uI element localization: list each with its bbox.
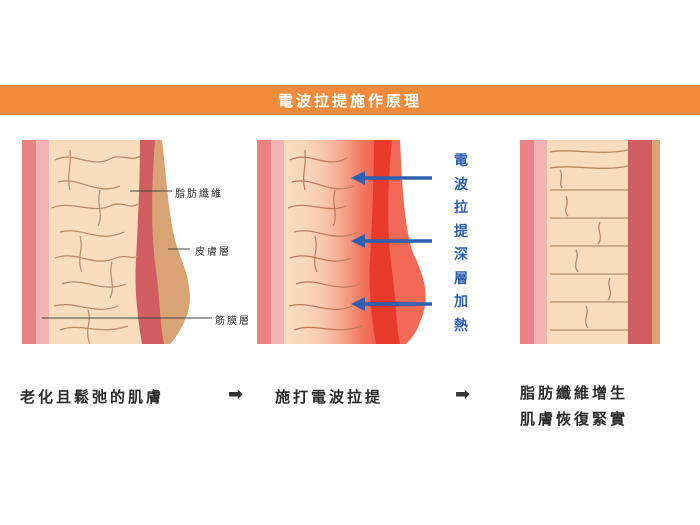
fat-fibers [51,149,141,345]
heating-text-char-1: 波 [454,176,468,193]
caption-aged-skin: 老化且鬆弛的肌膚 [20,388,165,406]
panel-tightened-skin [520,140,660,344]
step-arrow-2: ➡ [455,384,471,405]
heating-text-char-5: 層 [454,270,468,287]
heating-text-char-3: 提 [454,223,468,240]
heating-text-char-7: 熱 [454,317,468,334]
panel-aged-skin [22,140,212,345]
heating-text-char-6: 加 [454,294,468,310]
tightened-fat-fibers [549,149,629,331]
panel-heating [257,140,432,344]
title-banner: 電波拉提施作原理 [0,85,700,115]
caption-result-line1: 脂肪纖維增生 [520,384,629,402]
caption-result: 脂肪纖維增生 肌膚恢復緊實 [520,380,628,432]
step-arrow-1: ➡ [228,384,244,405]
label-fascia-layer: 筋膜層 [215,316,251,327]
heating-text-char-2: 拉 [454,200,468,216]
heating-arrows [351,171,432,311]
banner-title: 電波拉提施作原理 [277,91,422,110]
heating-vertical-text: 電波拉提深層加熱 [450,150,472,338]
heating-text-char-4: 深 [454,247,468,263]
label-fat-fiber: 脂肪纖維 [175,189,223,200]
heating-text-char-0: 電 [454,153,468,169]
caption-result-line2: 肌膚恢復緊實 [520,410,629,428]
label-skin-layer: 皮膚層 [195,247,231,258]
caption-treatment: 施打電波拉提 [275,388,384,406]
